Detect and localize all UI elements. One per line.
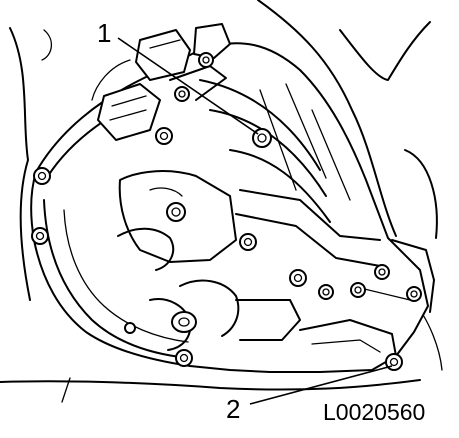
figure-code: L0020560 xyxy=(323,399,425,425)
callout-1-leader xyxy=(117,37,259,135)
gearbox-housing xyxy=(30,23,435,373)
background-outlines xyxy=(0,0,443,403)
callout-number-2: 2 xyxy=(226,394,240,424)
callout-number-1: 1 xyxy=(97,18,111,48)
callout-2-leader xyxy=(249,365,393,405)
housing-bolts xyxy=(31,52,422,371)
